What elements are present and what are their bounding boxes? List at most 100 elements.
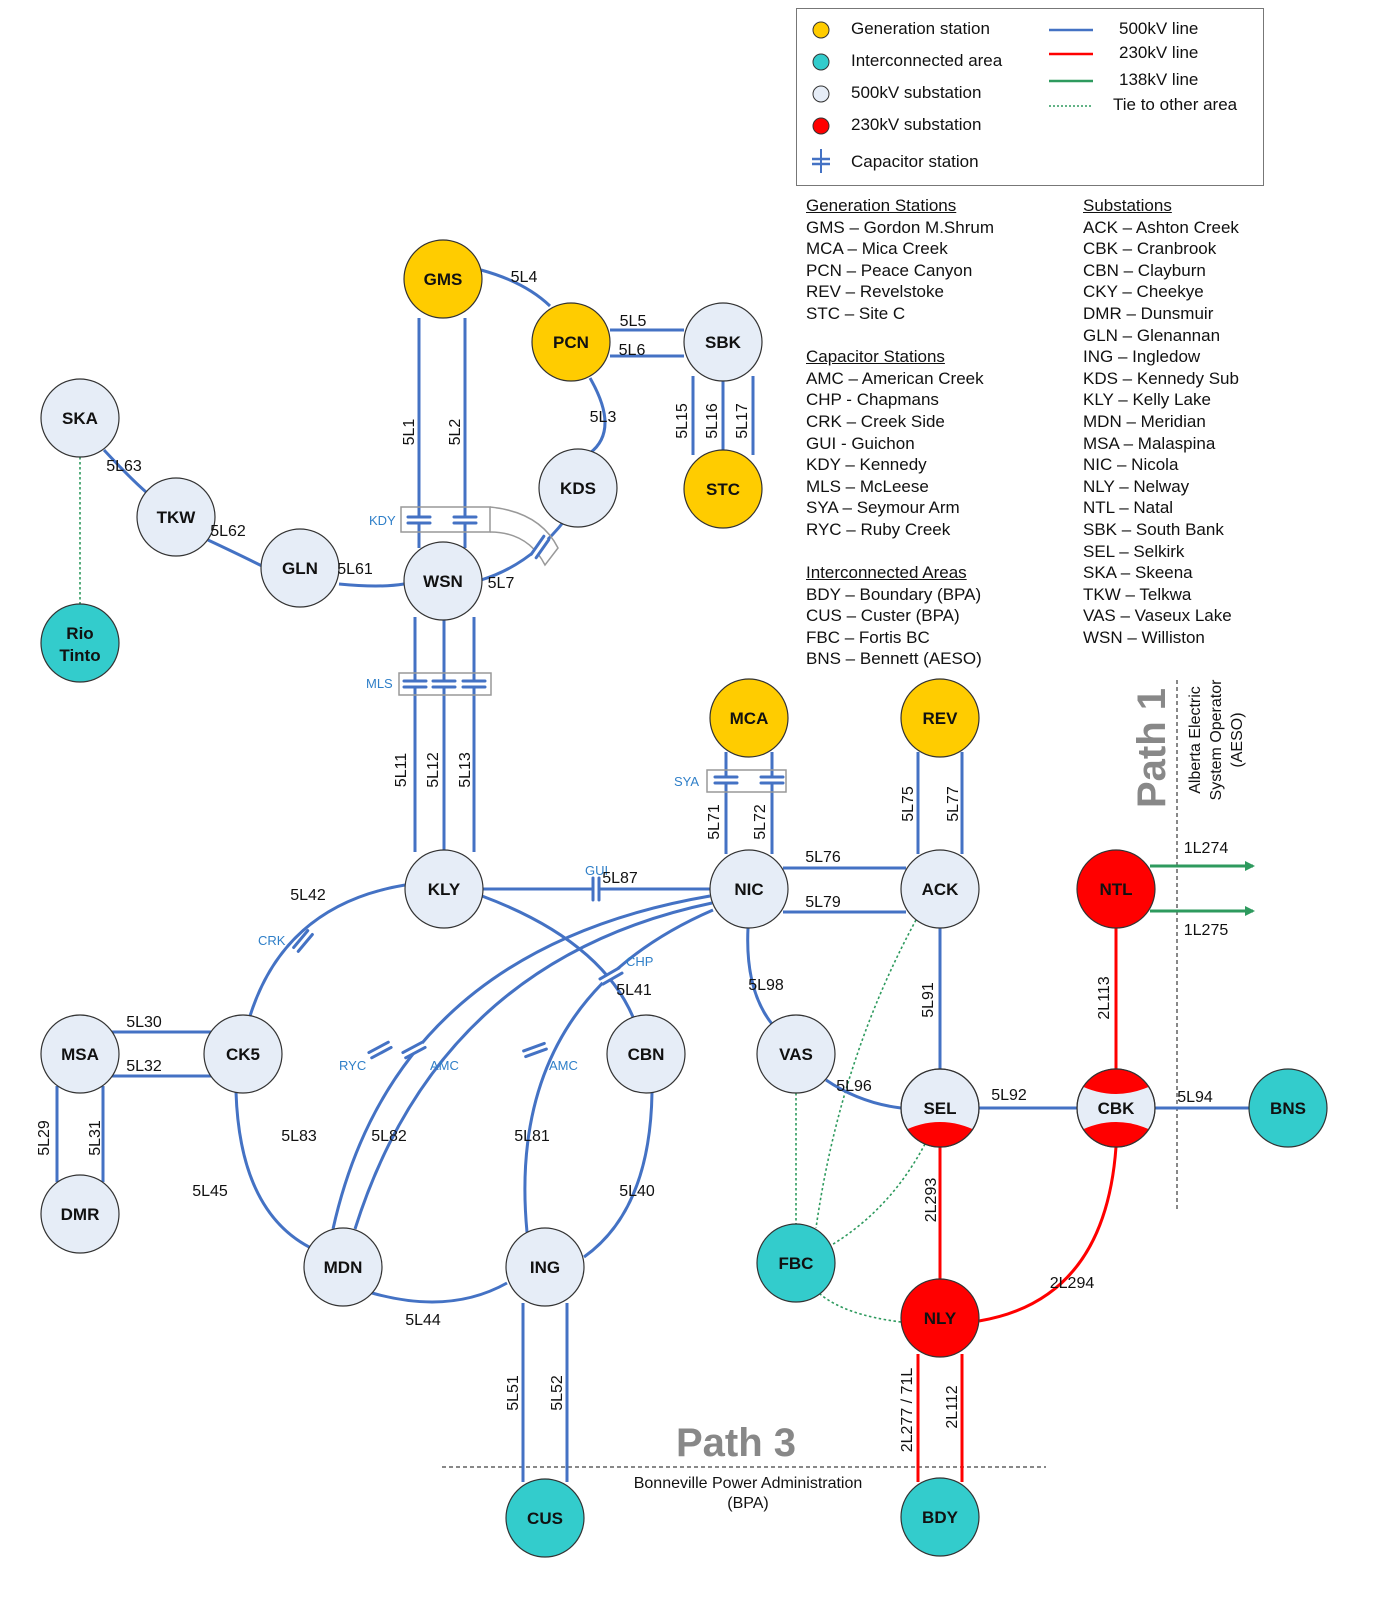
legend-500kv-line-label: 500kV line <box>1119 19 1199 38</box>
node-rev[interactable]: REV <box>900 678 980 758</box>
line-5l83[interactable] <box>331 894 711 1230</box>
line-5l62[interactable] <box>207 538 263 568</box>
node-gms[interactable]: GMS <box>403 239 483 319</box>
capacitor-icon <box>759 775 785 785</box>
line-5l96[interactable] <box>825 1078 902 1110</box>
node-label: BNS <box>1270 1099 1306 1118</box>
line-label: 5L83 <box>281 1128 317 1145</box>
line-5l61[interactable] <box>338 582 405 588</box>
node-vas[interactable]: VAS <box>756 1014 836 1094</box>
node-cbn[interactable]: CBN <box>606 1014 686 1094</box>
line-label: 5L13 <box>457 752 474 788</box>
line-5l45[interactable] <box>234 1091 316 1252</box>
node-pcn[interactable]: PCN <box>531 302 611 382</box>
node-label: SBK <box>705 333 742 352</box>
node-label: Rio <box>66 624 93 643</box>
node-cbk[interactable]: CBK <box>1076 1068 1156 1148</box>
line-label: 5L2 <box>447 419 464 446</box>
node-gln[interactable]: GLN <box>260 528 340 608</box>
key-item-substation: SKA – Skeena <box>1083 563 1193 583</box>
node-ck5[interactable]: CK5 <box>203 1014 283 1094</box>
node-bdy[interactable]: BDY <box>900 1477 980 1557</box>
line-label: 5L30 <box>126 1014 162 1031</box>
line-5l4[interactable] <box>480 268 552 308</box>
node-label: SEL <box>923 1099 956 1118</box>
node-ing[interactable]: ING <box>505 1227 585 1307</box>
node-kly[interactable]: KLY <box>404 849 484 929</box>
substation-500kv-icon <box>812 85 830 103</box>
key-item-generation: STC – Site C <box>806 303 906 323</box>
capacitor-label: AMC <box>549 1058 578 1073</box>
node-stc[interactable]: STC <box>683 449 763 529</box>
line-label: 2L294 <box>1050 1275 1095 1292</box>
line-label: 2L112 <box>944 1385 961 1428</box>
line-label: 5L29 <box>36 1120 53 1156</box>
capacitor-group-box <box>489 506 559 567</box>
line-label: 5L51 <box>505 1375 522 1411</box>
node-ntl[interactable]: NTL <box>1076 849 1156 929</box>
line-5l63[interactable] <box>102 448 147 494</box>
node-tkw[interactable]: TKW <box>136 477 216 557</box>
line-label: 5L44 <box>405 1312 441 1329</box>
line-label: 5L41 <box>616 982 652 999</box>
generation-stations-header: Generation Stations <box>806 196 957 215</box>
line-5l3[interactable] <box>588 377 607 455</box>
node-label: NIC <box>734 880 763 899</box>
capacitor-icon <box>367 1040 393 1060</box>
line-2l294[interactable] <box>978 1146 1118 1323</box>
line-5l98[interactable] <box>746 927 774 1025</box>
line-5l40[interactable] <box>583 1092 654 1259</box>
node-label: SKA <box>62 409 98 428</box>
node-sel[interactable]: SEL <box>900 1068 980 1148</box>
node-msa[interactable]: MSA <box>40 1014 120 1094</box>
node-label: CBK <box>1098 1099 1136 1118</box>
node-wsn[interactable]: WSN <box>403 541 483 621</box>
node-ska[interactable]: SKA <box>40 378 120 458</box>
node-bns[interactable]: BNS <box>1248 1068 1328 1148</box>
tie-line <box>815 919 917 1229</box>
key-item-substation: MSA – Malaspina <box>1083 433 1216 453</box>
line-label: 5L87 <box>602 870 638 887</box>
node-label: BDY <box>922 1508 959 1527</box>
node-label: VAS <box>779 1045 813 1064</box>
line-5l81[interactable] <box>523 908 714 1233</box>
node-cus[interactable]: CUS <box>505 1478 585 1558</box>
line-5l7[interactable] <box>480 519 567 582</box>
line-label: 5L45 <box>192 1183 228 1200</box>
key-item-substation: MDN – Meridian <box>1083 411 1206 431</box>
capacitor-icon <box>598 966 624 986</box>
key-item-substation: SBK – South Bank <box>1083 519 1224 539</box>
line-label: 2L113 <box>1096 976 1113 1019</box>
capacitor-label: KDY <box>369 513 396 528</box>
capacitor-icon <box>406 515 432 525</box>
node-label: Tinto <box>59 646 100 665</box>
key-item-interconnected: BNS – Bennett (AESO) <box>806 649 982 669</box>
node-mdn[interactable]: MDN <box>303 1227 383 1307</box>
node-nly[interactable]: NLY <box>900 1278 980 1358</box>
node-fbc[interactable]: FBC <box>756 1223 836 1303</box>
capacitor-station-icon <box>812 149 830 173</box>
capacitor-icon <box>292 929 314 953</box>
capacitor-group-box <box>398 672 492 696</box>
line-label: 5L77 <box>945 786 962 822</box>
node-label: MSA <box>61 1045 99 1064</box>
line-label: 5L15 <box>674 403 691 439</box>
bpa-area-label: Bonneville Power Administration <box>634 1475 863 1492</box>
key-item-substation: ING – Ingledow <box>1083 347 1201 367</box>
node-dmr[interactable]: DMR <box>40 1174 120 1254</box>
line-label: 5L5 <box>620 313 647 330</box>
node-mca[interactable]: MCA <box>709 678 789 758</box>
node-sbk[interactable]: SBK <box>683 302 763 382</box>
line-5l44[interactable] <box>371 1281 508 1304</box>
node-kds[interactable]: KDS <box>538 448 618 528</box>
line-label: 5L76 <box>805 849 841 866</box>
node-nic[interactable]: NIC <box>709 849 789 929</box>
line-label: 5L92 <box>991 1087 1027 1104</box>
line-5l42[interactable] <box>248 883 406 1017</box>
node-label: NTL <box>1099 880 1132 899</box>
node-ack[interactable]: ACK <box>900 849 980 929</box>
line-5l82[interactable] <box>353 901 713 1230</box>
tie-line <box>829 1143 926 1247</box>
